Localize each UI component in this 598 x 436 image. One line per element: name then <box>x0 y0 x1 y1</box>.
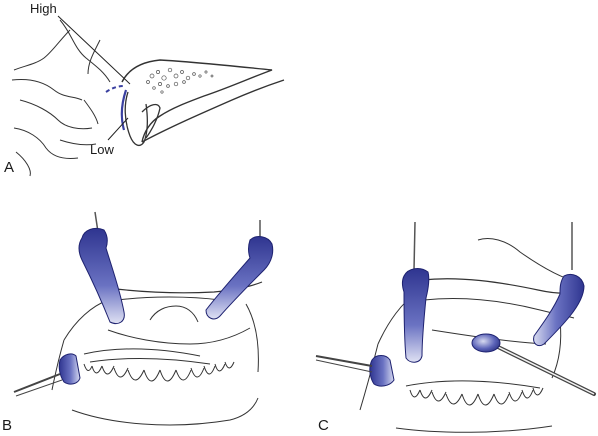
mucosa-flap-right <box>246 304 258 372</box>
maxilla-outline <box>122 60 272 142</box>
c-lower-left-retractor-handle-edge <box>316 360 372 372</box>
upper-left-retractor <box>79 228 124 323</box>
c-cheek-left <box>360 344 378 410</box>
c-nose-outline <box>478 239 578 283</box>
lip-contour <box>20 100 92 129</box>
cotton-swab-shaft-inner <box>496 346 594 394</box>
maxilla-upper-edge <box>118 297 220 300</box>
c-maxilla-upper-ridge <box>422 279 578 294</box>
cheek-left <box>52 340 64 390</box>
lower-left-retractor-handle-edge <box>16 380 62 396</box>
mucosa-flap-left <box>64 300 108 340</box>
lip-retraction-line <box>84 349 200 356</box>
incisor-tooth <box>125 92 147 145</box>
upper-right-retractor <box>206 237 273 319</box>
upper-lip-outline <box>12 79 82 100</box>
c-upper-teeth <box>410 388 543 405</box>
cheek-line <box>88 40 100 74</box>
palate-lower-contour <box>142 80 284 142</box>
low-label: Low <box>90 142 114 157</box>
cotton-swab-tip <box>472 334 500 352</box>
cancellous-bone-texture <box>146 67 214 94</box>
nasal-aperture-lines <box>150 306 198 322</box>
chin-outline <box>16 152 30 176</box>
high-leader-line <box>58 16 130 84</box>
high-level-dashed-cut <box>106 86 124 92</box>
lip-line <box>90 358 210 364</box>
soft-tissue-lower <box>60 140 96 145</box>
c-lip-line <box>406 381 540 388</box>
labial-fold <box>84 100 98 124</box>
panel-a-label: A <box>4 159 15 176</box>
panel-c-frontal-cotton-swab <box>316 222 594 432</box>
c-upper-right-retractor <box>534 274 584 345</box>
c-lower-left-retractor-handle <box>316 356 372 366</box>
lower-left-lip-retractor <box>59 354 80 384</box>
c-left-retractor-wire <box>414 222 415 270</box>
incision-line <box>122 90 126 130</box>
alveolar-ridge <box>108 328 250 344</box>
lower-lip <box>72 398 258 425</box>
panel-c-label: C <box>318 417 329 434</box>
low-leader-line <box>108 118 128 140</box>
panel-b-label: B <box>2 417 13 434</box>
panel-a-sagittal-diagram <box>12 16 284 176</box>
c-upper-left-retractor <box>403 269 429 363</box>
c-lower-left-lip-retractor <box>370 356 394 387</box>
c-lower-lip <box>396 426 552 432</box>
lower-lip-outline <box>14 128 78 159</box>
high-label: High <box>30 1 57 16</box>
incisor-crown <box>142 105 160 138</box>
lower-left-retractor-handle <box>14 374 60 392</box>
face-contour <box>14 30 70 70</box>
exposed-maxilla-outline <box>108 282 262 293</box>
panel-b-frontal-retraction <box>14 212 273 425</box>
upper-teeth <box>84 362 234 381</box>
nose-soft-tissue-outline <box>60 20 110 82</box>
